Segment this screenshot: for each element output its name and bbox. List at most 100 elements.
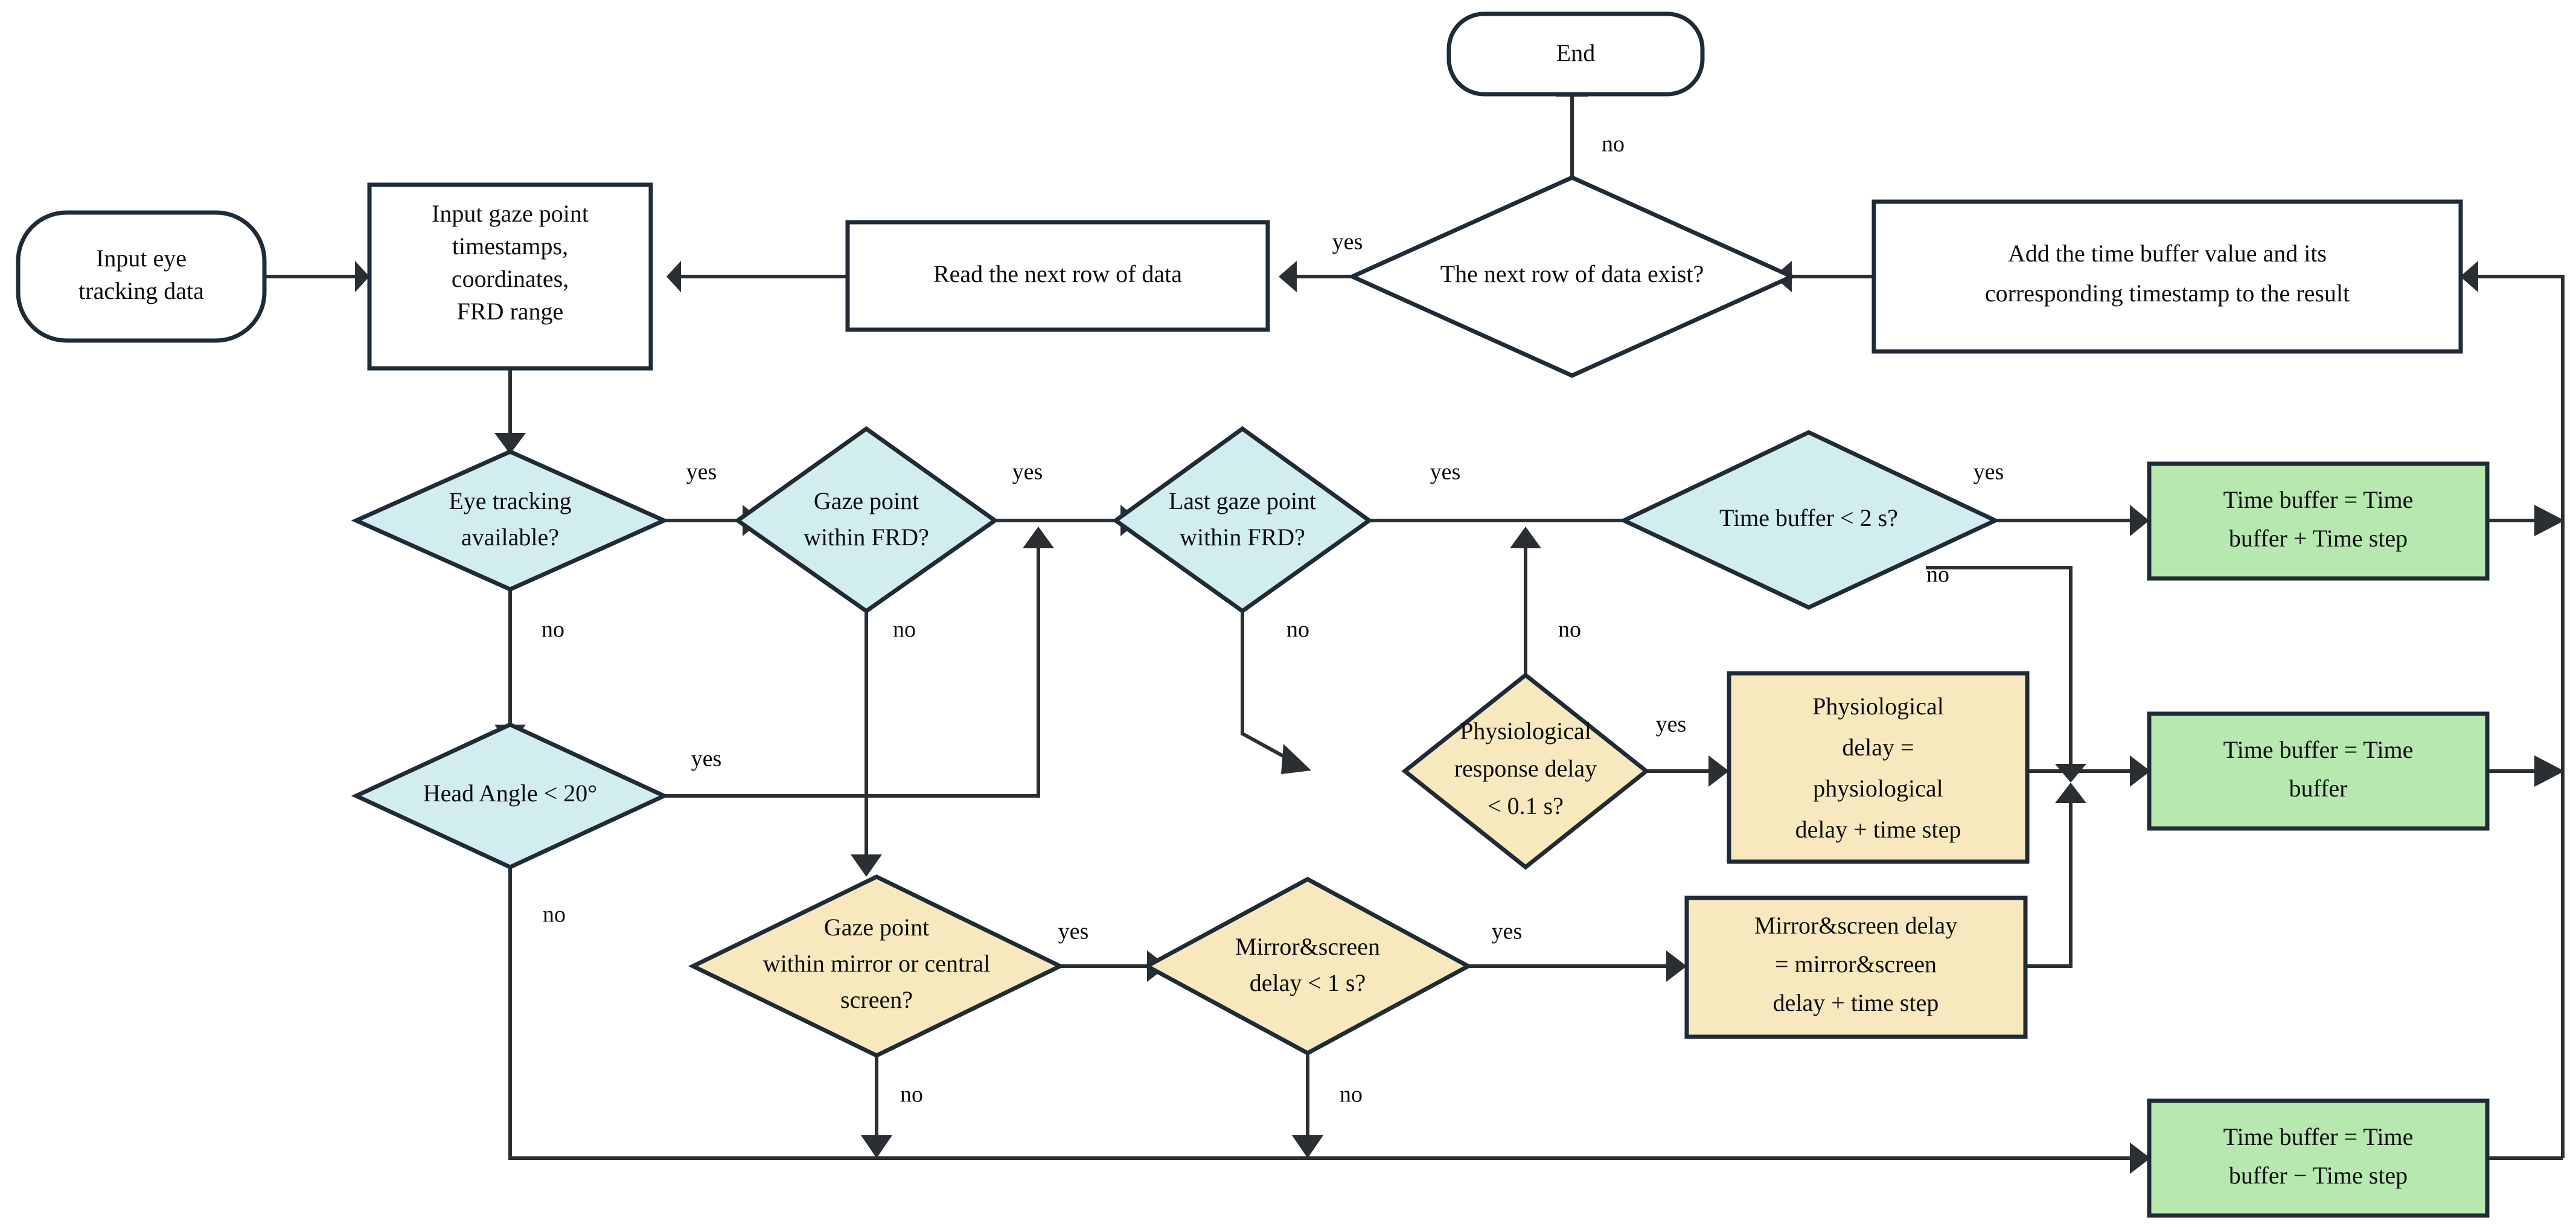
physio-update-line-1: Physiological [1812,693,1944,720]
node-input-params[interactable]: Input gaze point timestamps, coordinates… [367,182,653,371]
buffer-plus-line-2: buffer + Time step [2229,525,2408,552]
last-gaze-line-2: within FRD? [1180,524,1305,551]
start-label-line-1: Input eye [96,245,187,272]
node-time-buffer-lt-2s[interactable]: Time buffer < 2 s? [1619,430,2001,610]
node-start[interactable]: Input eye tracking data [16,210,267,343]
head-angle-shape [351,722,670,870]
read-next-row-shape [845,220,1270,332]
node-gaze-within-frd[interactable]: Gaze point within FRD? [733,426,999,614]
edge-label-eyetracking-yes: yes [686,460,717,485]
node-buffer-same[interactable]: Time buffer = Time buffer [2147,711,2490,831]
arrowhead-bufferplus-to-bus [2534,505,2565,536]
arrowhead-nextrow-yes [1279,261,1297,292]
edge-label-eyetracking-no: no [542,617,564,642]
last-gaze-line-1: Last gaze point [1169,487,1316,514]
gaze-within-frd-shape [733,426,999,614]
node-mirror-screen-update[interactable]: Mirror&screen delay = mirror&screen dela… [1684,895,2028,1039]
gaze-mirror-line-2: within mirror or central [763,950,991,977]
mirror-update-line-2: = mirror&screen [1775,950,1937,978]
buffer-minus-line-2: buffer − Time step [2229,1162,2408,1189]
arrowhead-readrow-to-input [666,261,681,292]
arrowhead-gazemirror-no [861,1135,892,1158]
arrowhead-physio-no [1510,527,1541,548]
edge-label-mirrordelay-no: no [1340,1082,1363,1107]
arrowhead-merge-to-buffersame [2130,755,2150,787]
buffer-plus-line-1: Time buffer = Time [2223,486,2414,513]
edge-label-headangle-no: no [543,902,566,927]
mirror-screen-delay-line-1: Mirror&screen [1235,933,1380,960]
eye-tracking-available-shape [351,449,670,592]
arrowhead-physio-yes [1708,755,1729,787]
eye-tracking-line-2: available? [461,524,559,551]
edge-label-lastgaze-yes: yes [1430,460,1461,485]
edge-label-gazefrd-yes: yes [1012,460,1043,485]
node-gaze-mirror-central[interactable]: Gaze point within mirror or central scre… [688,874,1065,1058]
arrowhead-start-to-input [355,261,369,292]
node-buffer-minus-step[interactable]: Time buffer = Time buffer − Time step [2147,1098,2490,1218]
physio-delay-shape [1401,672,1650,870]
node-next-row-exist[interactable]: The next row of data exist? [1347,175,1797,378]
node-physio-delay-lt-01s[interactable]: Physiological response delay < 0.1 s? [1401,672,1650,870]
buffer-plus-step-shape [2147,461,2490,581]
edge-label-lastgaze-no: no [1286,617,1309,642]
physio-update-line-3: physiological [1813,775,1943,802]
edge-bottom-bus [508,867,2130,1160]
node-eye-tracking-available[interactable]: Eye tracking available? [351,449,670,592]
arrowhead-lastgaze-no [1281,744,1311,774]
arrowhead-buffersame-to-bus [2534,755,2565,787]
edge-lastgaze-no [1241,589,1293,763]
arrowhead-mirrordelay-no [1292,1135,1323,1158]
arrowhead-mirrordelay-yes [1666,950,1687,982]
arrowhead-timebuffer-yes [2130,505,2149,536]
edge-label-mirrordelay-yes: yes [1492,919,1523,944]
input-params-line-2: timestamps, [452,232,568,260]
input-params-line-4: FRD range [457,298,564,325]
edge-label-physio-no: no [1558,617,1581,642]
edge-label-nextrow-yes: yes [1332,229,1363,255]
node-read-next-row[interactable]: Read the next row of data [845,220,1270,332]
physio-delay-line-1: Physiological [1460,717,1591,745]
mirror-update-line-3: delay + time step [1773,989,1939,1016]
last-gaze-within-frd-shape [1112,426,1373,614]
physio-update-line-2: delay = [1842,734,1914,761]
node-buffer-plus-step[interactable]: Time buffer = Time buffer + Time step [2147,461,2490,581]
node-end[interactable]: End [1446,11,1705,97]
edge-label-headangle-yes: yes [691,746,722,772]
edge-label-gazemirror-no: no [900,1082,923,1107]
head-angle-label: Head Angle < 20° [423,780,598,807]
input-params-line-1: Input gaze point [432,200,589,227]
arrowhead-timebuffer-no [2055,764,2086,783]
edge-label-physio-yes: yes [1656,712,1687,737]
eye-tracking-line-1: Eye tracking [449,487,571,514]
node-add-buffer-result[interactable]: Add the time buffer value and its corres… [1871,199,2463,354]
buffer-same-line-1: Time buffer = Time [2223,736,2414,763]
edge-mirrorupdate-to-merge [2025,803,2073,968]
input-params-line-3: coordinates, [452,265,569,292]
gaze-mirror-central-shape [688,874,1065,1058]
input-params-shape [367,182,653,371]
arrowhead-bottom-bus [2130,1142,2150,1174]
buffer-same-line-2: buffer [2289,775,2348,802]
node-head-angle-lt-20[interactable]: Head Angle < 20° [351,722,670,870]
physio-delay-line-2: response delay [1454,755,1597,782]
gaze-within-frd-line-2: within FRD? [804,524,929,551]
node-physio-delay-update[interactable]: Physiological delay = physiological dela… [1727,671,2030,864]
add-buffer-result-line-1: Add the time buffer value and its [2008,240,2327,267]
edge-timebuffer-no [1926,566,2073,764]
mirror-screen-delay-line-2: delay < 1 s? [1250,969,1366,996]
node-mirror-screen-delay-lt-1s[interactable]: Mirror&screen delay < 1 s? [1142,877,1473,1056]
physio-delay-update-shape [1727,671,2030,864]
buffer-minus-line-1: Time buffer = Time [2223,1123,2414,1150]
node-last-gaze-within-frd[interactable]: Last gaze point within FRD? [1112,426,1373,614]
arrowhead-headangle-yes [1023,527,1054,548]
edge-label-timebuffer-no: no [1926,562,1949,588]
edge-label-gazefrd-no: no [893,617,916,642]
edge-label-timebuffer-yes: yes [1974,460,2004,485]
edge-label-nextrow-no: no [1602,132,1625,157]
arrowhead-mirrorupdate-to-merge [2055,783,2086,803]
add-buffer-result-line-2: corresponding timestamp to the result [1985,280,2350,307]
buffer-same-shape [2147,711,2490,831]
edge-label-layer: yes no yes no yes no yes no no yes no ye… [542,132,2004,1107]
